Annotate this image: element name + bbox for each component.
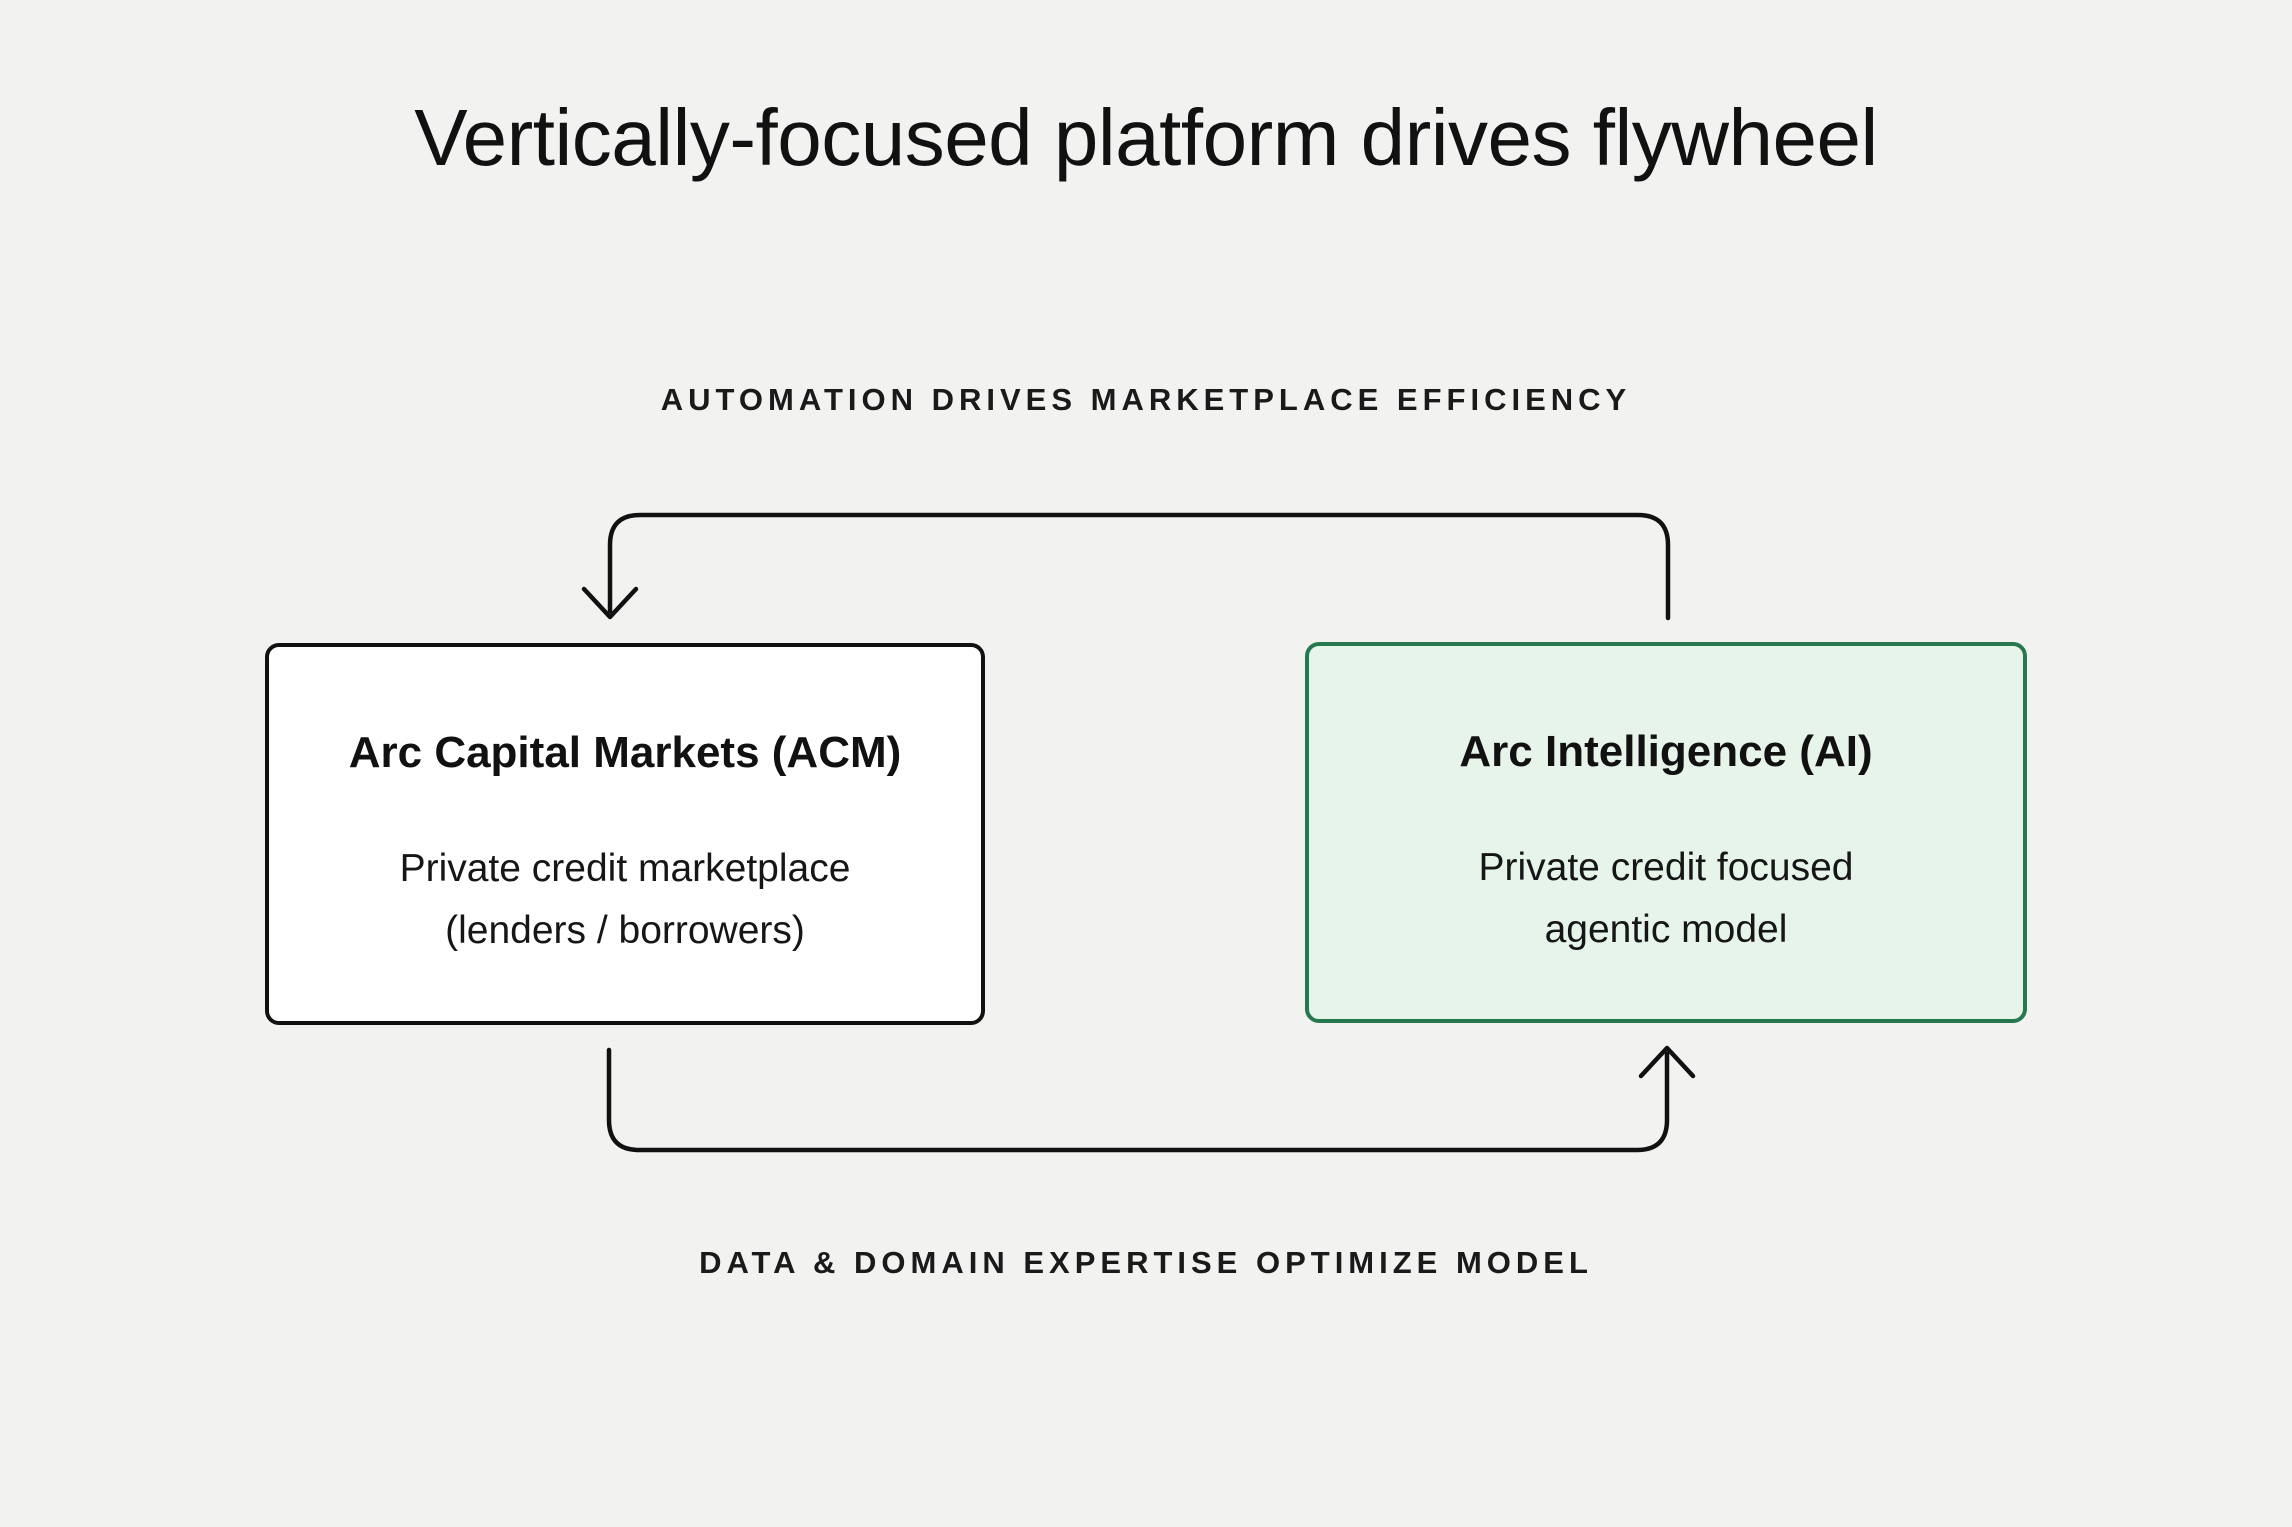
arrowhead-up-icon	[1638, 1045, 1696, 1079]
ai-box-body-line1: Private credit focused	[1478, 846, 1854, 889]
ai-box-title: Arc Intelligence (AI)	[1459, 727, 1873, 776]
acm-box-title: Arc Capital Markets (ACM)	[348, 728, 902, 777]
top-flow-label: AUTOMATION DRIVES MARKETPLACE EFFICIENCY	[660, 382, 1632, 417]
bottom-arrow-line	[606, 1047, 1670, 1153]
arrowhead-down-icon	[581, 586, 639, 620]
ai-box-body: Private credit focused agentic model	[1309, 837, 2023, 961]
ai-box: Arc Intelligence (AI) Private credit foc…	[1305, 642, 2027, 1023]
acm-box: Arc Capital Markets (ACM) Private credit…	[265, 643, 985, 1025]
ai-box-body-line2: agentic model	[1544, 908, 1788, 951]
acm-box-body-line2: (lenders / borrowers)	[445, 909, 805, 952]
acm-box-body: Private credit marketplace (lenders / bo…	[269, 838, 981, 962]
page-title: Vertically-focused platform drives flywh…	[414, 93, 1878, 182]
top-arrow-line	[607, 512, 1671, 621]
acm-box-body-line1: Private credit marketplace	[399, 847, 851, 890]
bottom-flow-label: DATA & DOMAIN EXPERTISE OPTIMIZE MODEL	[699, 1245, 1593, 1280]
